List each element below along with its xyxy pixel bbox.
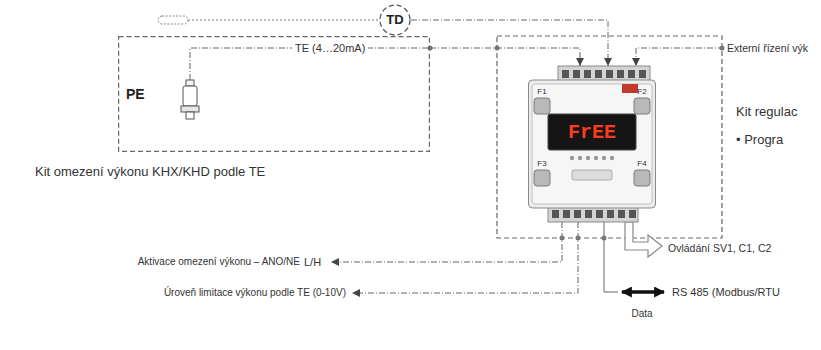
terminal (607, 210, 614, 218)
controller-front (532, 84, 652, 204)
sensor-thread (186, 112, 194, 119)
sensor-nut (181, 106, 199, 112)
kit-box-outline (119, 37, 430, 152)
push-button (634, 98, 650, 114)
pressure-sensor (181, 80, 199, 119)
push-button (534, 170, 550, 186)
annotation-text: Data (631, 308, 652, 320)
terminal (617, 70, 624, 78)
push-button (634, 170, 650, 186)
push-button (534, 98, 550, 114)
status-led (570, 156, 574, 160)
button-label: F2 (637, 87, 646, 96)
terminal (573, 70, 580, 78)
terminal (618, 210, 625, 218)
display-readout: FrEE (568, 121, 616, 144)
label-plate (572, 170, 612, 180)
sensor-connector (186, 80, 194, 86)
junction-dot (720, 46, 725, 51)
annotation-text: Kit omezení výkonu KHX/KHD podle TE (35, 165, 265, 180)
terminal (585, 210, 592, 218)
data-double-arrow (622, 290, 664, 294)
node-shape (528, 66, 656, 222)
terminal (628, 70, 635, 78)
sensor-circle: TD (379, 4, 411, 36)
rs485-line (604, 222, 618, 292)
brand-logo (622, 84, 638, 93)
annotation-text: RS 485 (Modbus/RTU (672, 286, 780, 299)
status-led (578, 156, 582, 160)
signal-connector (411, 20, 608, 66)
node-label: PE (126, 86, 145, 102)
terminal (606, 70, 613, 78)
sensor-kit-box: PE (118, 36, 430, 152)
terminal (595, 70, 602, 78)
status-led (610, 156, 614, 160)
button-label: F3 (537, 159, 546, 168)
button-label: F4 (637, 159, 646, 168)
node-shape (118, 36, 430, 152)
controller-unit: F1 F2FrEE F3 F4 (528, 66, 656, 222)
controller-kit-box (497, 36, 722, 238)
terminal (563, 210, 570, 218)
terminal (639, 70, 646, 78)
status-led (586, 156, 590, 160)
terminal (629, 210, 636, 218)
terminal (596, 210, 603, 218)
terminal (552, 210, 559, 218)
junction-dot (560, 236, 565, 241)
annotation-text: Kit regulac (736, 105, 797, 120)
level-output-line (352, 222, 578, 293)
status-led (594, 156, 598, 160)
external-control-line (636, 48, 724, 66)
terminal (562, 70, 569, 78)
control-output-arrow (625, 222, 662, 257)
annotation-text: Ovládání SV1, C1, C2 (668, 242, 771, 254)
button-label: F1 (537, 87, 546, 96)
enable-output-line (331, 222, 562, 262)
signal-connector (430, 48, 580, 66)
signal-label: TE (4…20mA) (292, 42, 368, 55)
node-label: TD (386, 13, 403, 28)
annotation-text: Aktivace omezení výkonu – ANO/NE (138, 256, 300, 268)
status-led (602, 156, 606, 160)
probe-cable (188, 20, 378, 21)
sensor-body (183, 86, 197, 106)
sensor-circle-outline (380, 5, 410, 35)
annotation-text: Úroveň limitace výkonu podle TE (0-10V) (164, 287, 346, 299)
junction-dot (602, 236, 607, 241)
temperature-probe (158, 16, 188, 24)
annotation-text: Externí řízení výk (727, 42, 808, 54)
display-window (548, 114, 636, 150)
junction-dot (576, 236, 581, 241)
terminal (574, 210, 581, 218)
controller-body (529, 80, 656, 208)
annotation-text: L/H (304, 256, 321, 269)
annotation-text: • Progra (736, 133, 783, 148)
terminal (584, 70, 591, 78)
